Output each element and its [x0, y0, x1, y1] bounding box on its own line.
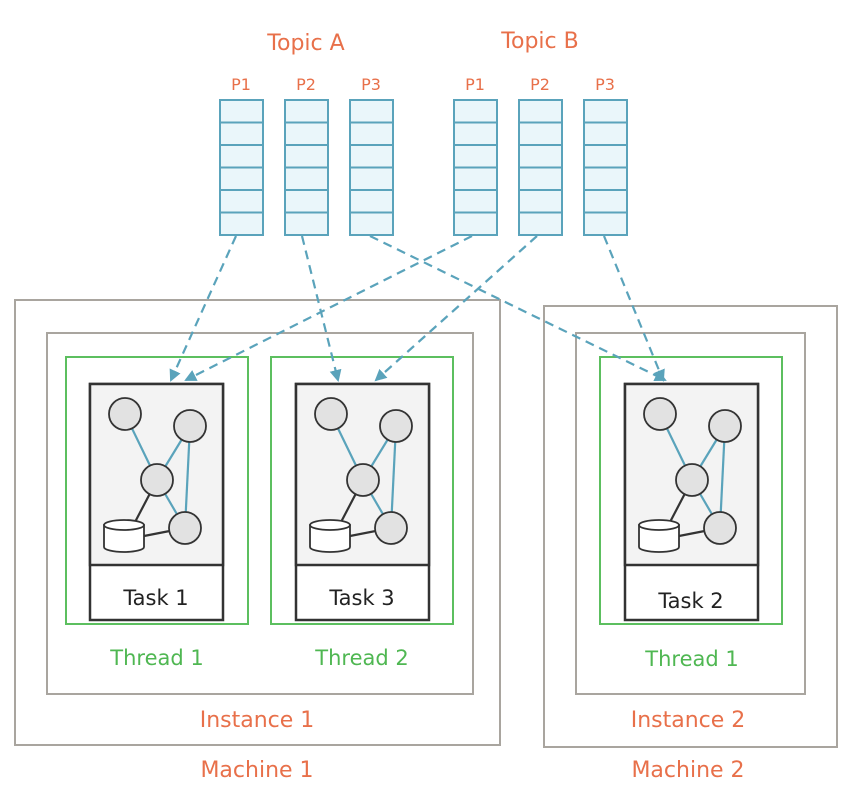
partition-cell — [583, 189, 628, 214]
topology-edge — [389, 425, 398, 529]
partition-log — [518, 99, 563, 236]
assignment-arrow — [374, 235, 538, 382]
state-store-top — [309, 519, 351, 531]
partition-cell — [219, 99, 264, 124]
processor-node — [173, 409, 207, 443]
partition-label: P3 — [361, 75, 381, 94]
topology-edge — [183, 425, 192, 529]
processor-node — [140, 463, 174, 497]
assignment-arrow — [300, 235, 342, 382]
partition-cell — [583, 211, 628, 236]
partition-cell — [518, 166, 563, 191]
partition-cell — [219, 121, 264, 146]
partition-cell — [518, 189, 563, 214]
partition-cell — [284, 121, 329, 146]
partition-cell — [349, 211, 394, 236]
assignment-arrow — [184, 235, 473, 381]
partition-log — [349, 99, 394, 236]
partition-label: P1 — [231, 75, 251, 94]
instance-box — [575, 332, 806, 695]
task-label: Task 3 — [328, 586, 394, 610]
partition-cell — [518, 144, 563, 169]
partition-cell — [219, 211, 264, 236]
assignment-arrow — [169, 235, 238, 382]
thread-box — [270, 356, 454, 625]
thread-label: Thread 1 — [109, 646, 203, 670]
assignment-arrow — [602, 235, 665, 382]
partition-log — [219, 99, 264, 236]
partition-label: P1 — [465, 75, 485, 94]
partition-cell — [518, 211, 563, 236]
topic-title: Topic A — [266, 31, 344, 56]
partition-cell — [219, 144, 264, 169]
processor-topology — [88, 382, 225, 567]
processor-node — [675, 463, 709, 497]
partition-log — [453, 99, 498, 236]
topic-title: Topic B — [500, 29, 578, 54]
thread-label: Thread 1 — [644, 647, 738, 671]
partition-cell — [453, 99, 498, 124]
instance-label: Instance 2 — [631, 708, 746, 733]
partition-cell — [583, 144, 628, 169]
partition-cell — [349, 166, 394, 191]
partition-cell — [453, 189, 498, 214]
task-label: Task 2 — [657, 589, 723, 613]
partition-cell — [583, 121, 628, 146]
partition-label: P2 — [296, 75, 316, 94]
state-store-top — [103, 519, 145, 531]
thread-box — [599, 356, 783, 625]
instance-box — [46, 332, 474, 695]
thread-box — [65, 356, 249, 625]
thread-label: Thread 2 — [314, 646, 408, 670]
state-store-top — [638, 519, 680, 531]
partition-log — [284, 99, 329, 236]
processor-topology — [294, 382, 431, 567]
machine-box — [14, 299, 501, 746]
assignment-arrow — [369, 235, 667, 382]
processor-node — [108, 397, 142, 431]
processor-node — [346, 463, 380, 497]
partition-cell — [284, 99, 329, 124]
partition-cell — [349, 189, 394, 214]
partition-cell — [453, 144, 498, 169]
processor-node — [168, 511, 202, 545]
instance-label: Instance 1 — [200, 708, 315, 733]
partition-cell — [284, 211, 329, 236]
processor-node — [708, 409, 742, 443]
partition-cell — [219, 189, 264, 214]
state-store-icon — [638, 524, 680, 553]
partition-cell — [453, 121, 498, 146]
partition-cell — [583, 166, 628, 191]
partition-cell — [518, 99, 563, 124]
partition-label: P2 — [530, 75, 550, 94]
processor-node — [379, 409, 413, 443]
topology-edge — [718, 425, 727, 529]
machine-box — [543, 305, 838, 748]
partition-cell — [284, 166, 329, 191]
processor-node — [643, 397, 677, 431]
partition-cell — [583, 99, 628, 124]
partition-cell — [453, 166, 498, 191]
state-store-icon — [103, 524, 145, 553]
processor-node — [314, 397, 348, 431]
partition-cell — [349, 121, 394, 146]
state-store-icon — [309, 524, 351, 553]
partition-cell — [284, 189, 329, 214]
partition-cell — [518, 121, 563, 146]
partition-label: P3 — [595, 75, 615, 94]
partition-cell — [349, 144, 394, 169]
task-label: Task 1 — [122, 586, 188, 610]
partition-cell — [349, 99, 394, 124]
partition-cell — [453, 211, 498, 236]
processor-node — [374, 511, 408, 545]
processor-topology — [623, 382, 760, 567]
machine-label: Machine 2 — [631, 758, 744, 783]
partition-log — [583, 99, 628, 236]
processor-node — [703, 511, 737, 545]
machine-label: Machine 1 — [200, 758, 313, 783]
partition-cell — [219, 166, 264, 191]
partition-cell — [284, 144, 329, 169]
